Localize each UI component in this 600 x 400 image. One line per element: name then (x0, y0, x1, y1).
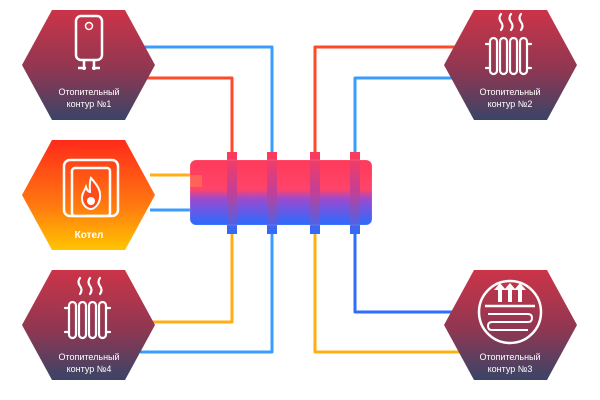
boiler-label: Котел (75, 230, 104, 241)
circuit1-label-line2: контур №1 (67, 99, 112, 109)
flame-icon (62, 158, 120, 218)
circuit2-label-line1: Отопительный (479, 87, 540, 97)
hex-circuit1 (22, 10, 155, 120)
underfloor-heating-icon (477, 279, 543, 345)
hex-circuit3 (444, 270, 577, 380)
node-circuit3: Отопительный контур №3 (444, 270, 577, 380)
pipe-circuit1-hot (140, 76, 234, 160)
water-heater-icon (74, 14, 104, 70)
pipe-circuit1-cold (140, 45, 274, 160)
pipes (140, 45, 462, 354)
node-circuit4: Отопительный контур №4 (22, 270, 155, 380)
pipe-circuit3-hot (313, 228, 462, 354)
node-circuit1: Отопительный контур №1 (22, 10, 155, 120)
pipe-circuit4-hot (140, 228, 234, 324)
circuit3-label-line1: Отопительный (479, 352, 540, 362)
circuit2-label-line2: контур №2 (488, 99, 533, 109)
pipe-circuit3-cold (353, 228, 462, 314)
circuit3-label-line2: контур №3 (488, 364, 533, 374)
hydraulic-collector (189, 152, 373, 234)
circuit1-label-line1: Отопительный (58, 87, 119, 97)
pipe-circuit2-cold (353, 76, 462, 160)
pipe-circuit2-hot (313, 45, 462, 160)
pipe-circuit4-cold (140, 228, 274, 354)
circuit4-label-line1: Отопительный (58, 352, 119, 362)
radiator-icon (63, 276, 112, 340)
node-circuit2: Отопительный контур №2 (444, 10, 577, 120)
radiator-icon (484, 12, 533, 76)
node-boiler: Котел (22, 140, 155, 250)
circuit4-label-line2: контур №4 (67, 364, 112, 374)
